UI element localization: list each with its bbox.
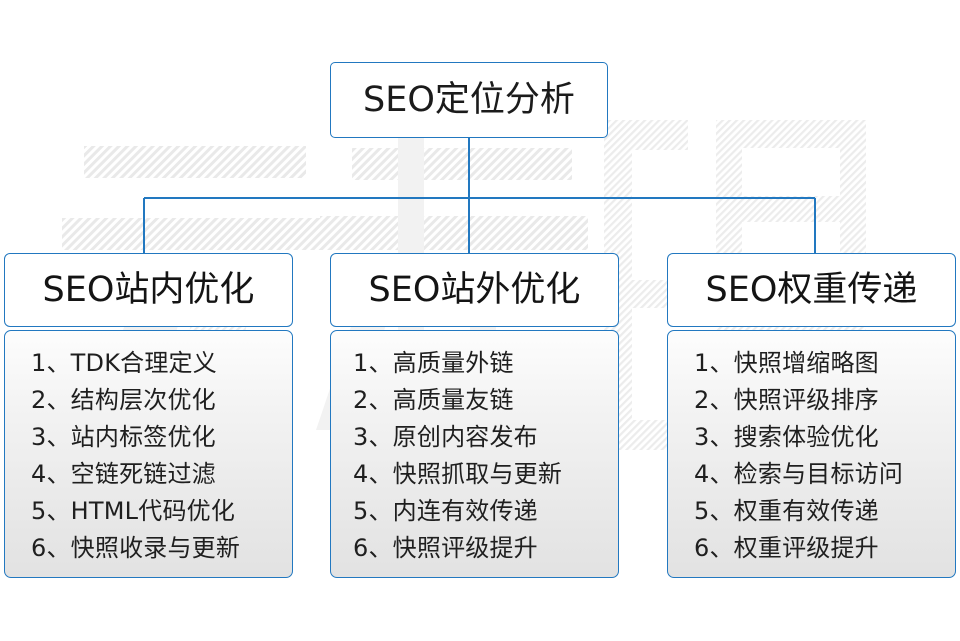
list-item: 4、快照抓取与更新 — [353, 460, 563, 488]
branch-list-1: 1、高质量外链 2、高质量友链 3、原创内容发布 4、快照抓取与更新 5、内连有… — [330, 330, 619, 578]
list-item: 4、检索与目标访问 — [694, 460, 904, 488]
root-node[interactable]: SEO定位分析 — [330, 62, 608, 138]
list-item: 2、结构层次优化 — [31, 386, 216, 414]
list-item: 3、搜索体验优化 — [694, 423, 879, 451]
list-item: 1、TDK合理定义 — [31, 349, 217, 377]
list-item: 1、高质量外链 — [353, 349, 514, 377]
branch-list-2: 1、快照增缩略图 2、快照评级排序 3、搜索体验优化 4、检索与目标访问 5、权… — [667, 330, 956, 578]
root-node-label: SEO定位分析 — [363, 79, 575, 120]
list-item: 2、高质量友链 — [353, 386, 514, 414]
list-item: 4、空链死链过滤 — [31, 460, 216, 488]
branch-header-label-0: SEO站内优化 — [42, 269, 255, 310]
list-item: 6、快照收录与更新 — [31, 534, 241, 562]
list-item: 5、内连有效传递 — [353, 497, 538, 525]
list-item: 6、快照评级提升 — [353, 534, 538, 562]
branch-header-0[interactable]: SEO站内优化 — [4, 253, 293, 327]
list-item: 2、快照评级排序 — [694, 386, 879, 414]
list-item: 5、权重有效传递 — [694, 497, 879, 525]
branch-column-seo-weight: SEO权重传递 1、快照增缩略图 2、快照评级排序 3、搜索体验优化 4、检索与… — [667, 253, 956, 578]
list-item: 6、权重评级提升 — [694, 534, 879, 562]
branch-header-label-2: SEO权重传递 — [705, 269, 918, 310]
branch-header-2[interactable]: SEO权重传递 — [667, 253, 956, 327]
branch-column-seo-offsite: SEO站外优化 1、高质量外链 2、高质量友链 3、原创内容发布 4、快照抓取与… — [330, 253, 619, 578]
list-item: 3、站内标签优化 — [31, 423, 216, 451]
list-item: 5、HTML代码优化 — [31, 497, 236, 525]
branch-header-1[interactable]: SEO站外优化 — [330, 253, 619, 327]
branch-column-seo-onsite: SEO站内优化 1、TDK合理定义 2、结构层次优化 3、站内标签优化 4、空链… — [4, 253, 293, 578]
branch-list-0: 1、TDK合理定义 2、结构层次优化 3、站内标签优化 4、空链死链过滤 5、H… — [4, 330, 293, 578]
list-item: 1、快照增缩略图 — [694, 349, 879, 377]
branch-header-label-1: SEO站外优化 — [368, 269, 581, 310]
list-item: 3、原创内容发布 — [353, 423, 538, 451]
